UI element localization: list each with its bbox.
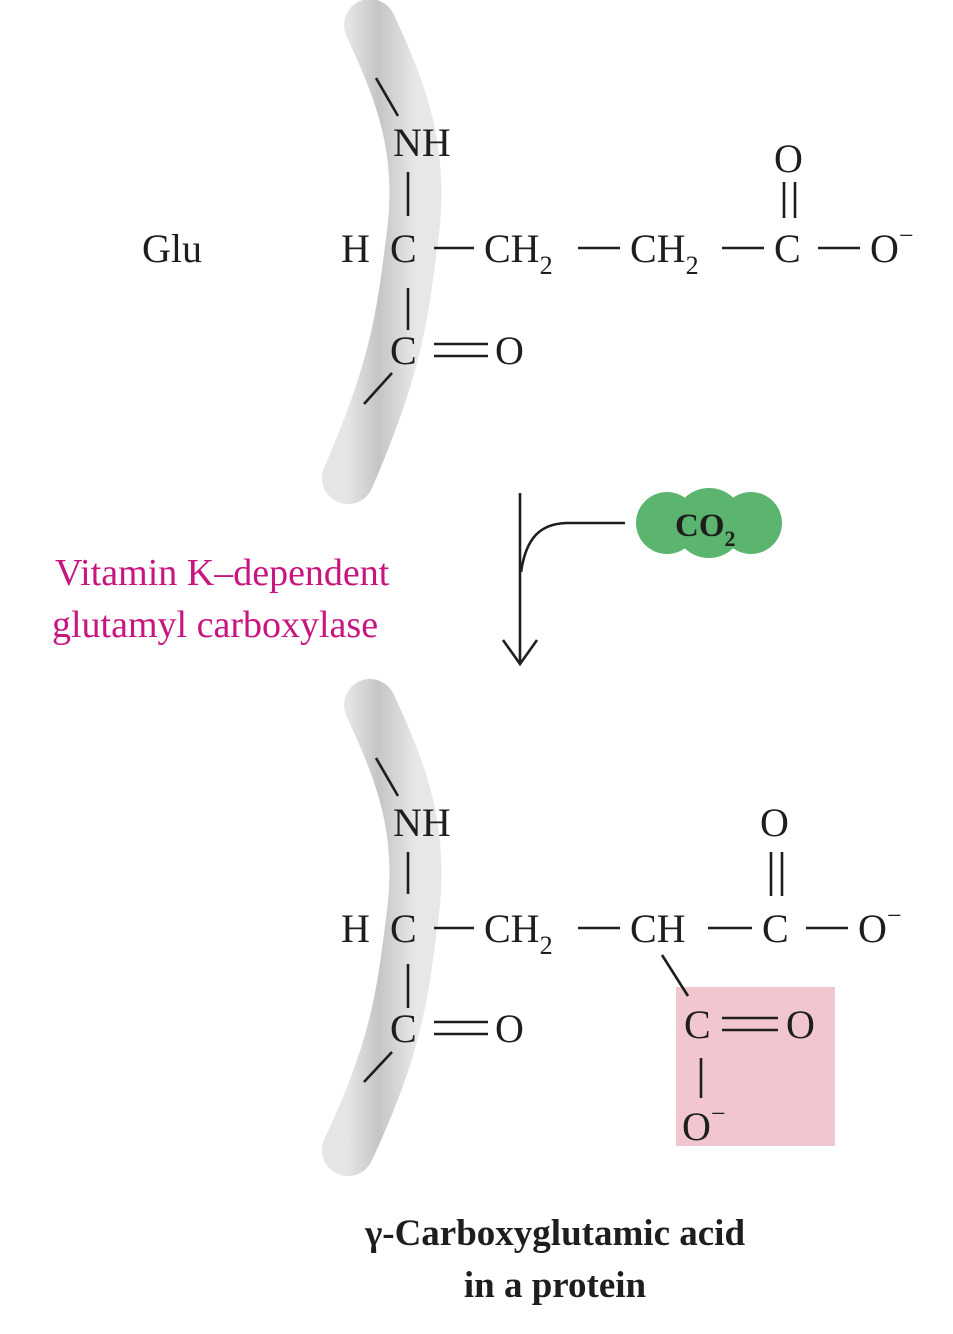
new-carboxyl-o-double: O bbox=[786, 1002, 815, 1047]
h-atom: H bbox=[341, 226, 370, 271]
carbonyl-carbon: C bbox=[390, 328, 417, 373]
bond-ch-new-carboxyl bbox=[660, 954, 690, 997]
glu-label: Glu bbox=[142, 226, 202, 271]
h-atom: H bbox=[341, 906, 370, 951]
chain-bond-top bbox=[374, 757, 400, 797]
glu-structure: Glu NH H C CH2 CH2 C O O− C O bbox=[142, 0, 914, 504]
co2-molecule: CO2 bbox=[636, 488, 782, 558]
beta-ch2: CH2 bbox=[484, 226, 553, 280]
reaction-step: CO2 Vitamin K–dependent glutamyl carboxy… bbox=[52, 488, 782, 667]
enzyme-name-line1: Vitamin K–dependent bbox=[55, 552, 390, 594]
co2-entry-curve bbox=[519, 521, 625, 573]
carboxylate-o: O− bbox=[858, 901, 902, 951]
co2-label: CO2 bbox=[675, 508, 736, 551]
carboxylate-o: O− bbox=[870, 221, 914, 271]
gla-structure: NH H C CH2 CH C O O− C O C O O− bbox=[322, 679, 902, 1176]
carboxyl-o-double: O bbox=[774, 136, 803, 181]
nh-group: NH bbox=[393, 120, 451, 165]
backbone-ribbon bbox=[322, 0, 442, 504]
chain-bond-bottom bbox=[363, 372, 393, 405]
chain-bond-bottom bbox=[363, 1051, 393, 1083]
product-caption-line2: in a protein bbox=[464, 1265, 647, 1306]
nh-group: NH bbox=[393, 800, 451, 845]
carboxyl-carbon: C bbox=[774, 226, 801, 271]
gamma-ch: CH bbox=[630, 906, 686, 951]
gamma-ch2: CH2 bbox=[630, 226, 699, 280]
carbonyl-carbon: C bbox=[390, 1006, 417, 1051]
product-caption-line1: γ-Carboxyglutamic acid bbox=[364, 1213, 746, 1254]
reaction-arrowhead bbox=[501, 639, 539, 667]
new-carboxyl-carbon: C bbox=[684, 1002, 711, 1047]
new-carboxylate-o: O− bbox=[682, 1099, 726, 1149]
beta-ch2: CH2 bbox=[484, 906, 553, 960]
backbone-ribbon bbox=[322, 679, 442, 1176]
enzyme-name-line2: glutamyl carboxylase bbox=[52, 604, 378, 646]
carboxyl-o-double: O bbox=[760, 800, 789, 845]
new-carboxyl-highlight bbox=[676, 987, 835, 1146]
carbonyl-oxygen: O bbox=[495, 328, 524, 373]
alpha-carbon: C bbox=[390, 906, 417, 951]
carboxyl-carbon: C bbox=[762, 906, 789, 951]
carbonyl-oxygen: O bbox=[495, 1006, 524, 1051]
chain-bond-top bbox=[374, 77, 400, 117]
alpha-carbon: C bbox=[390, 226, 417, 271]
